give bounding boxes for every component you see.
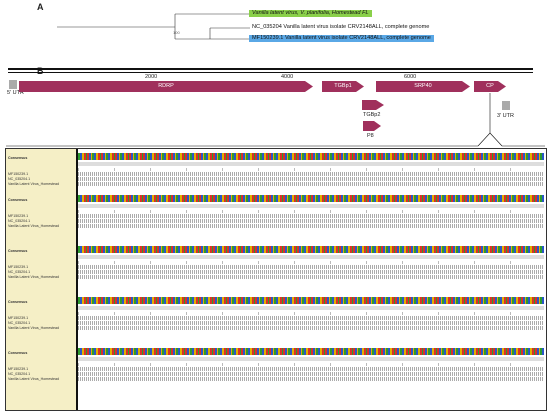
row-label: Vanilla Latent Virus_Homestead [8, 275, 60, 279]
row-label: Vanilla Latent Virus_Homestead [8, 182, 60, 186]
row-label: Vanilla Latent Virus_Homestead [8, 326, 60, 330]
consensus-label: Consensus [8, 198, 28, 202]
alignment-block-5: Consensus MF150239.1 NC_035204.1 Vanilla… [6, 348, 546, 400]
sequence-row [78, 367, 544, 371]
gene-cp: CP [474, 81, 506, 92]
row-label: MF150239.1 [8, 214, 29, 218]
sequence-row [78, 265, 544, 269]
sequence-row [78, 182, 544, 186]
zoom-callout-lines [6, 93, 545, 147]
row-label: MF150239.1 [8, 316, 29, 320]
sequence-row [78, 214, 544, 218]
genome-ruler-top [8, 68, 533, 70]
alignment-block-1: Consensus MF150239.1 NC_035204.1 Vanilla… [6, 153, 546, 205]
consensus-label: Consensus [8, 351, 28, 355]
genome-ruler-bottom [8, 72, 533, 73]
gene-tgbp2-arrow [362, 100, 384, 110]
gene-p8-arrow [363, 121, 381, 131]
row-label: MF150239.1 [8, 367, 29, 371]
phylogenetic-tree [57, 13, 250, 40]
sequence-row [78, 321, 544, 325]
utr5-label: 5' UTR [7, 90, 24, 96]
sequence-row [78, 270, 544, 274]
tree-leaf-nc035204: NC_035204 Vanilla latent virus isolate C… [252, 24, 430, 30]
ruler-tick-6000: 6000 [404, 74, 417, 80]
row-label: Vanilla Latent Virus_Homestead [8, 224, 60, 228]
position-ruler [78, 312, 544, 315]
consensus-sequence [78, 306, 544, 310]
bootstrap-value: 100 [173, 30, 180, 35]
position-ruler [78, 210, 544, 213]
tree-leaf-mf150239: MF150239.1 Vanilla latent virus isolate … [249, 35, 434, 42]
gene-p8-label: P8 [367, 133, 374, 139]
position-ruler [78, 168, 544, 171]
position-ruler [78, 363, 544, 366]
gene-rdrp: RDRP [19, 81, 313, 92]
row-label: NC_035204.1 [8, 372, 31, 376]
alignment-block-2: Consensus MF150239.1 NC_035204.1 Vanilla… [6, 195, 546, 247]
sequence-row [78, 316, 544, 320]
consensus-label: Consensus [8, 249, 28, 253]
ruler-tick-2000: 2000 [145, 74, 158, 80]
utr3-label: 3' UTR [497, 113, 514, 119]
alignment-divider [76, 149, 78, 410]
sequence-row [78, 224, 544, 228]
sequence-row [78, 219, 544, 223]
row-label: NC_035204.1 [8, 177, 31, 181]
consensus-sequence [78, 357, 544, 361]
consensus-logo [78, 246, 544, 253]
utr5-box [9, 80, 17, 89]
sequence-row [78, 377, 544, 381]
row-label: MF150239.1 [8, 265, 29, 269]
panel-b-label: B [37, 66, 44, 76]
tree-leaf-homestead: Vanilla latent virus, V. planifolia, Hom… [249, 10, 372, 17]
alignment-block-3: Consensus MF150239.1 NC_035204.1 Vanilla… [6, 246, 546, 298]
consensus-label: Consensus [8, 300, 28, 304]
panel-a-label: A [37, 2, 44, 12]
consensus-logo [78, 195, 544, 202]
gene-tgbp2-label: TGBp2 [363, 112, 381, 118]
utr3-box [502, 101, 510, 110]
sequence-row [78, 372, 544, 376]
row-label: MF150239.1 [8, 172, 29, 176]
consensus-logo [78, 297, 544, 304]
consensus-sequence [78, 204, 544, 208]
consensus-sequence [78, 162, 544, 166]
consensus-logo [78, 348, 544, 355]
consensus-label: Consensus [8, 156, 28, 160]
alignment-label-column [6, 149, 76, 410]
consensus-sequence [78, 255, 544, 259]
sequence-row [78, 275, 544, 279]
consensus-logo [78, 153, 544, 160]
ruler-tick-4000: 4000 [281, 74, 294, 80]
row-label: NC_035204.1 [8, 321, 31, 325]
sequence-row [78, 177, 544, 181]
row-label: Vanilla Latent Virus_Homestead [8, 377, 60, 381]
gene-srp40: SRP40 [376, 81, 470, 92]
row-label: NC_035204.1 [8, 219, 31, 223]
position-ruler [78, 261, 544, 264]
gene-tgbp1: TGBp1 [322, 81, 364, 92]
alignment-viewer[interactable]: Consensus MF150239.1 NC_035204.1 Vanilla… [5, 148, 547, 411]
sequence-row [78, 172, 544, 176]
row-label: NC_035204.1 [8, 270, 31, 274]
sequence-row [78, 326, 544, 330]
alignment-block-4: Consensus MF150239.1 NC_035204.1 Vanilla… [6, 297, 546, 349]
